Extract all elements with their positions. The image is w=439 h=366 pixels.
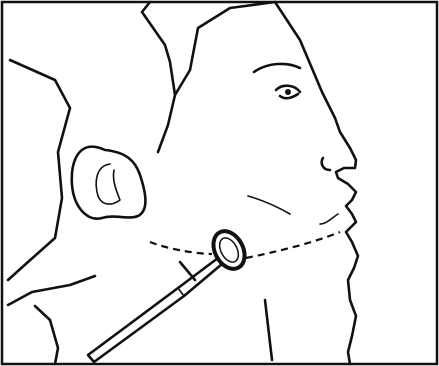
- ear-inner: [96, 164, 120, 204]
- face-profile: [335, 118, 358, 364]
- ear: [72, 147, 146, 219]
- eyebrow: [254, 64, 300, 72]
- head-back: [8, 60, 70, 280]
- shoulder-line: [35, 306, 58, 364]
- mouth: [320, 214, 338, 224]
- eye-pupil: [285, 89, 291, 95]
- probe-ring: [207, 226, 251, 274]
- cheek-line: [248, 196, 290, 214]
- neck-back: [8, 276, 95, 305]
- nose: [322, 158, 330, 170]
- probe-handle-band: [178, 288, 184, 296]
- probe-handle: [88, 258, 222, 362]
- jaw-dashed-line-front: [246, 232, 340, 258]
- hair-outline: [142, 2, 275, 152]
- jaw-dashed-line: [150, 242, 212, 254]
- hair-forehead: [275, 2, 335, 118]
